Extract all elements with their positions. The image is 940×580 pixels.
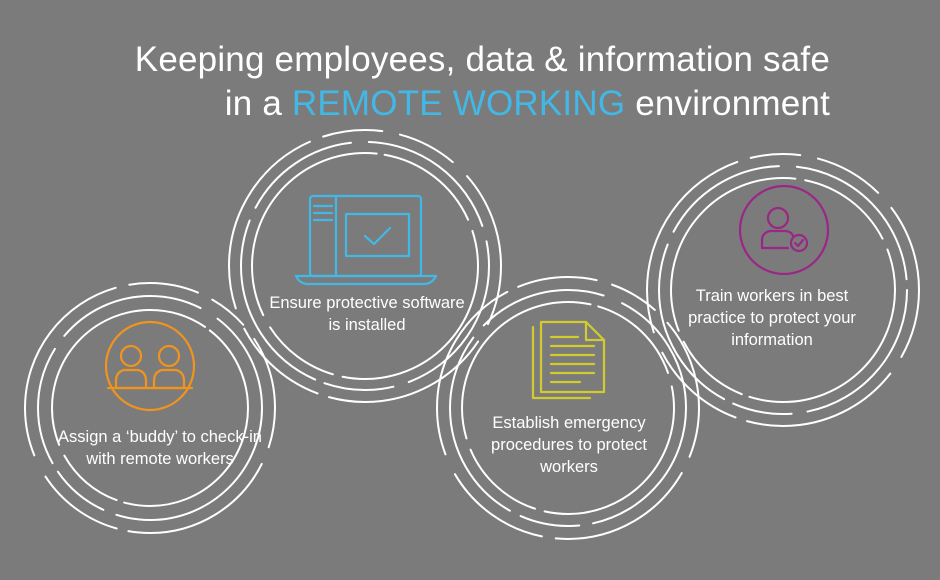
title-suffix: environment xyxy=(625,84,830,123)
item-label-training: Train workers in best practice to protec… xyxy=(688,287,856,349)
ring-buddy xyxy=(24,282,276,534)
ring-training xyxy=(646,153,920,427)
ring-emergency xyxy=(436,276,700,540)
people-pair-icon xyxy=(104,320,196,412)
item-label-software: Ensure protective software is installed xyxy=(269,294,465,334)
item-label-emergency: Establish emergency procedures to protec… xyxy=(491,414,647,476)
user-check-icon xyxy=(738,184,830,276)
title-highlight: REMOTE WORKING xyxy=(291,84,626,123)
title-line-2: in a REMOTE WORKING environment xyxy=(225,84,830,124)
computer-check-icon xyxy=(294,194,438,286)
item-label-buddy: Assign a ‘buddy’ to check-in with remote… xyxy=(58,428,262,468)
title-prefix: in a xyxy=(224,84,292,123)
documents-icon xyxy=(531,320,606,400)
ring-software xyxy=(228,129,502,403)
title-line-1: Keeping employees, data & information sa… xyxy=(134,40,830,79)
